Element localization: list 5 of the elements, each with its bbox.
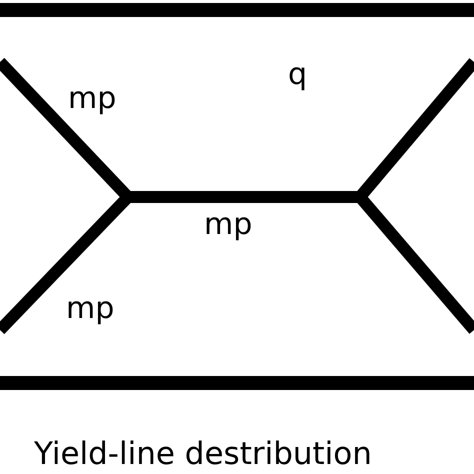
load-label: q [288,58,308,92]
moment-label: mp [204,208,252,242]
moment-label: mp [68,82,116,116]
caption: Yield-line destribution [34,436,372,472]
moment-label: mp [66,292,114,326]
